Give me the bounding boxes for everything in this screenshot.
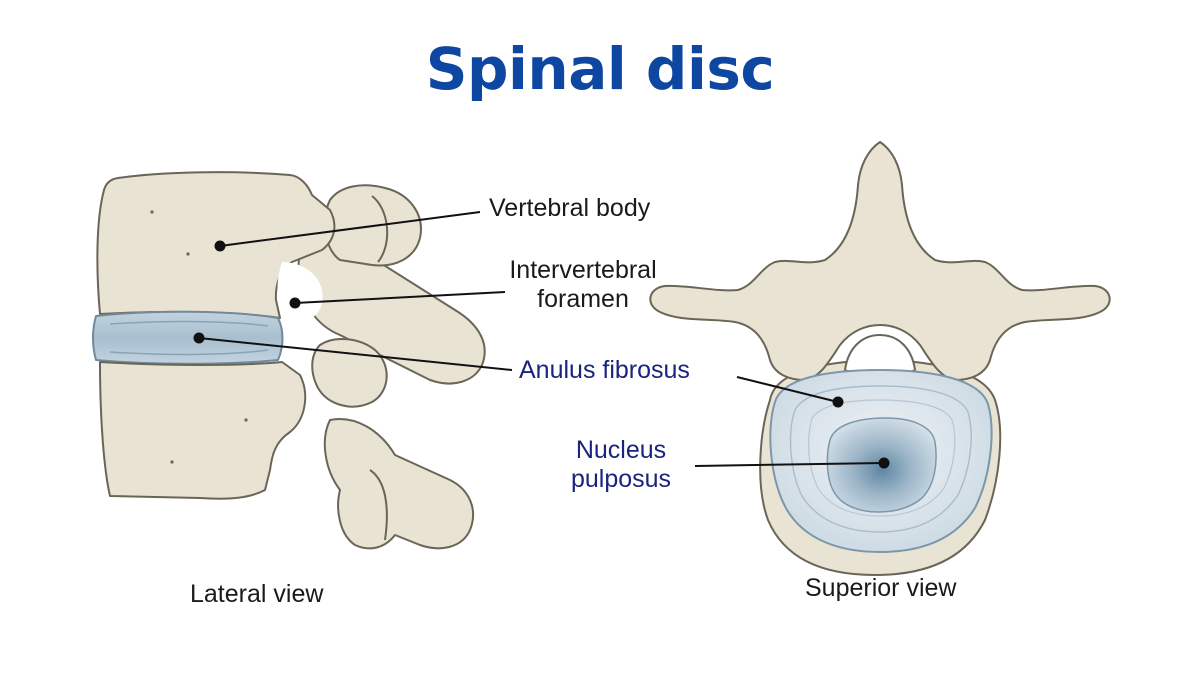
caption-lateral-view: Lateral view <box>190 580 324 608</box>
caption-superior-view: Superior view <box>805 574 957 602</box>
label-nucleus-pulposus-line2: pulposus <box>570 465 672 493</box>
posterior-arch <box>649 141 1111 381</box>
leader-anulus-fibrosus-lateral <box>198 337 513 371</box>
lower-process-groove <box>369 469 388 541</box>
page-title: Spinal disc <box>425 35 775 103</box>
superior-view-illustration <box>649 141 1111 576</box>
leader-vertebral-body <box>219 211 481 247</box>
leader-anulus-fibrosus-superior <box>736 376 839 403</box>
leader-lines <box>193 211 890 469</box>
label-nucleus-pulposus: Nucleus pulposus <box>551 436 691 494</box>
lower-spinous-process <box>323 418 475 550</box>
label-intervertebral-foramen-line2: foramen <box>537 285 629 313</box>
leader-intervertebral-foramen <box>294 291 506 304</box>
lateral-disc <box>92 310 284 365</box>
label-intervertebral-foramen-line1: Intervertebral <box>509 256 657 284</box>
label-nucleus-pulposus-line1: Nucleus <box>575 436 667 464</box>
label-vertebral-body: Vertebral body <box>489 194 651 222</box>
bone-surface-dots <box>150 210 248 464</box>
label-anulus-fibrosus: Anulus fibrosus <box>519 356 690 384</box>
label-intervertebral-foramen: Intervertebral foramen <box>492 256 674 314</box>
foramen-shading <box>277 262 323 322</box>
lower-vertebral-body <box>99 361 307 500</box>
articular-surface <box>371 195 389 263</box>
leader-nucleus-pulposus <box>694 462 885 467</box>
